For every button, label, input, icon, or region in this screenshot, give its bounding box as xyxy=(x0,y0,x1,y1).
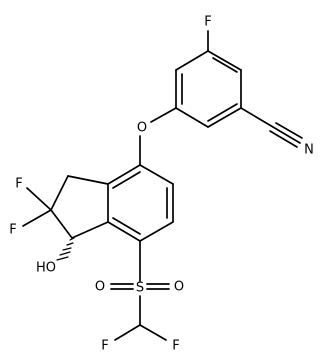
bond xyxy=(207,103,238,122)
hashed-wedge-bond xyxy=(56,237,75,261)
wedge-hash xyxy=(59,251,71,256)
bond xyxy=(26,187,52,211)
bond xyxy=(71,221,109,239)
bond xyxy=(50,209,73,239)
bond xyxy=(272,126,301,144)
bond xyxy=(139,164,174,185)
atom-o-ether: O xyxy=(137,121,147,136)
bond xyxy=(269,130,298,148)
bond xyxy=(107,221,141,242)
bond xyxy=(112,171,141,189)
bond xyxy=(212,57,238,73)
atom-labels: F O N F F HO O S O F F xyxy=(9,15,314,354)
atom-f-top: F xyxy=(204,15,211,30)
atom-o-sulfonyl-right: O xyxy=(174,280,184,295)
wedge-hash xyxy=(69,237,75,241)
atom-f-cf-left: F xyxy=(101,339,108,354)
bond xyxy=(50,175,69,211)
bond xyxy=(207,50,242,71)
bond xyxy=(67,175,109,185)
atom-f-gem2: F xyxy=(9,223,16,238)
wedge-hash xyxy=(56,256,69,261)
bond xyxy=(139,221,174,242)
bond xyxy=(175,50,209,71)
atom-hydroxyl: HO xyxy=(36,261,56,276)
bond xyxy=(150,107,177,123)
atom-n-nitrile: N xyxy=(304,143,314,158)
bond xyxy=(275,122,303,139)
bond xyxy=(107,164,141,185)
bonds xyxy=(22,30,303,341)
atom-f-cf-right: F xyxy=(172,339,179,354)
bond xyxy=(139,324,167,341)
wedge-hash xyxy=(62,247,72,251)
bond xyxy=(240,107,274,128)
atom-s: S xyxy=(136,281,144,296)
wedge-hash xyxy=(66,242,74,246)
atom-f-gem1: F xyxy=(15,177,22,192)
atom-o-sulfonyl-left: O xyxy=(95,280,105,295)
bond xyxy=(207,107,242,128)
bond xyxy=(112,217,141,235)
bond xyxy=(175,107,209,128)
bond xyxy=(114,324,141,341)
bond xyxy=(22,209,52,227)
